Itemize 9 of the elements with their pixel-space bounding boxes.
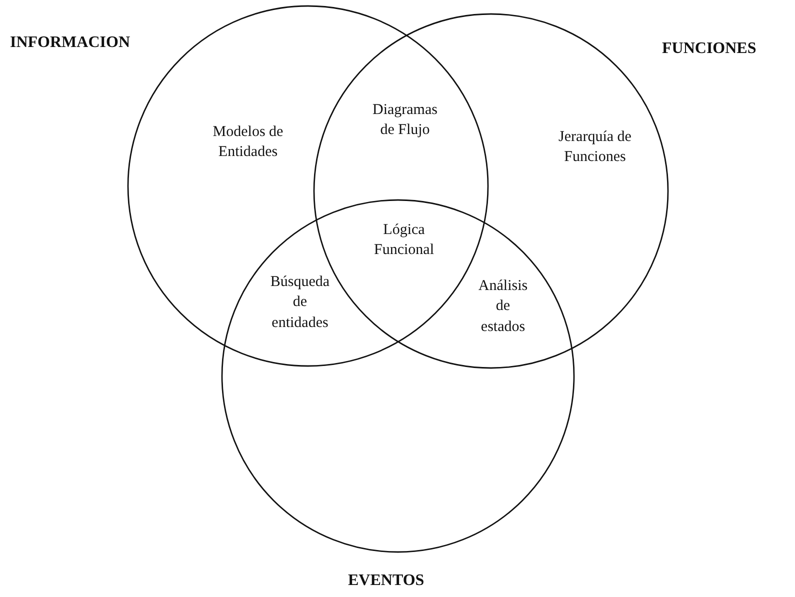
region-label: Jerarquía de Funciones [558,128,632,168]
region-label: Análisis de estados [477,277,529,336]
set-heading: INFORMACION [10,34,130,52]
set-heading: FUNCIONES [662,40,756,58]
region-label: Diagramas de Flujo [372,101,438,140]
region-label: Lógica Funcional [373,221,435,260]
region-label: Modelos de Entidades [212,123,284,162]
set-heading: EVENTOS [348,572,424,590]
region-label: Búsqueda de entidades [269,273,331,332]
